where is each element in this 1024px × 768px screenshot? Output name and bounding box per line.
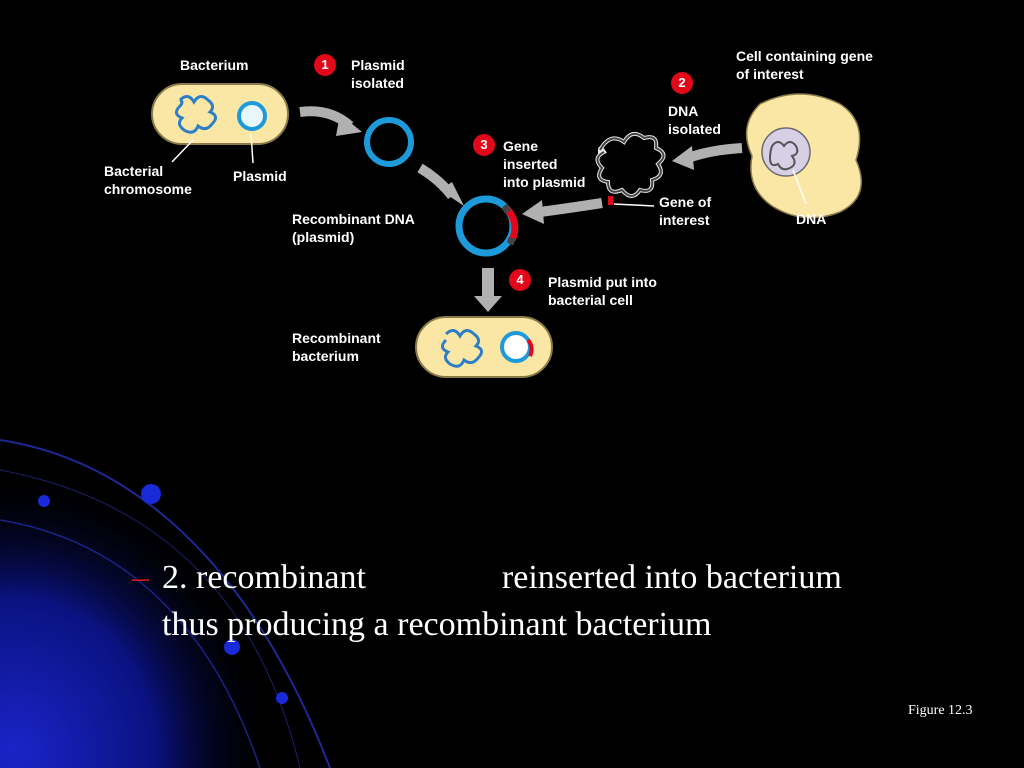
label-bacterial-chromosome: Bacterial chromosome bbox=[104, 163, 192, 197]
gene-segment bbox=[608, 196, 613, 205]
recombinant-bacterium-plasmid bbox=[500, 331, 532, 363]
isolated-dna-shape bbox=[595, 131, 666, 198]
arrow-step4-head bbox=[474, 296, 502, 312]
cell-dna bbox=[768, 141, 799, 171]
recombinant-chromosome-shape bbox=[441, 329, 483, 368]
label-bacterium: Bacterium bbox=[180, 57, 249, 73]
arrow-step1-head bbox=[336, 114, 362, 136]
bullet-text: 2. recombinant reinserted into bacterium… bbox=[162, 559, 851, 643]
bullet-dash: – bbox=[132, 559, 149, 596]
cell-nucleus bbox=[761, 127, 811, 177]
label-plasmid: Plasmid bbox=[233, 168, 287, 184]
arrow-step2 bbox=[686, 143, 743, 163]
isolated-plasmid-shape bbox=[364, 117, 414, 167]
label-dna: DNA bbox=[796, 211, 827, 227]
label-gene-inserted: Gene inserted into plasmid bbox=[503, 138, 586, 190]
label-plasmid-isolated: Plasmid isolated bbox=[351, 57, 405, 91]
plasmid-shape bbox=[237, 101, 267, 131]
bacterial-chromosome-shape bbox=[175, 95, 217, 134]
arrow-step3 bbox=[539, 198, 603, 217]
arrow-step4-shaft bbox=[482, 268, 494, 298]
arrow-step3-head bbox=[522, 200, 544, 224]
arrow-plasmid-head bbox=[440, 182, 464, 206]
figure-reference: Figure 12.3 bbox=[908, 703, 973, 718]
label-gene-of-interest: Gene of interest bbox=[659, 194, 712, 228]
step-badge-4: 4 bbox=[509, 269, 531, 291]
step-badge-1: 1 bbox=[314, 54, 336, 76]
arrow-step2-head bbox=[672, 146, 694, 170]
label-cell-gene-of-interest: Cell containing gene of interest bbox=[736, 48, 873, 82]
label-dna-isolated: DNA isolated bbox=[668, 103, 721, 137]
bacterium-shape bbox=[151, 83, 289, 145]
step-badge-2: 2 bbox=[671, 72, 693, 94]
label-plasmid-put-into: Plasmid put into bacterial cell bbox=[548, 274, 657, 308]
step-badge-3: 3 bbox=[473, 134, 495, 156]
label-recombinant-bacterium: Recombinant bacterium bbox=[292, 330, 381, 364]
label-recombinant-dna: Recombinant DNA (plasmid) bbox=[292, 211, 415, 245]
